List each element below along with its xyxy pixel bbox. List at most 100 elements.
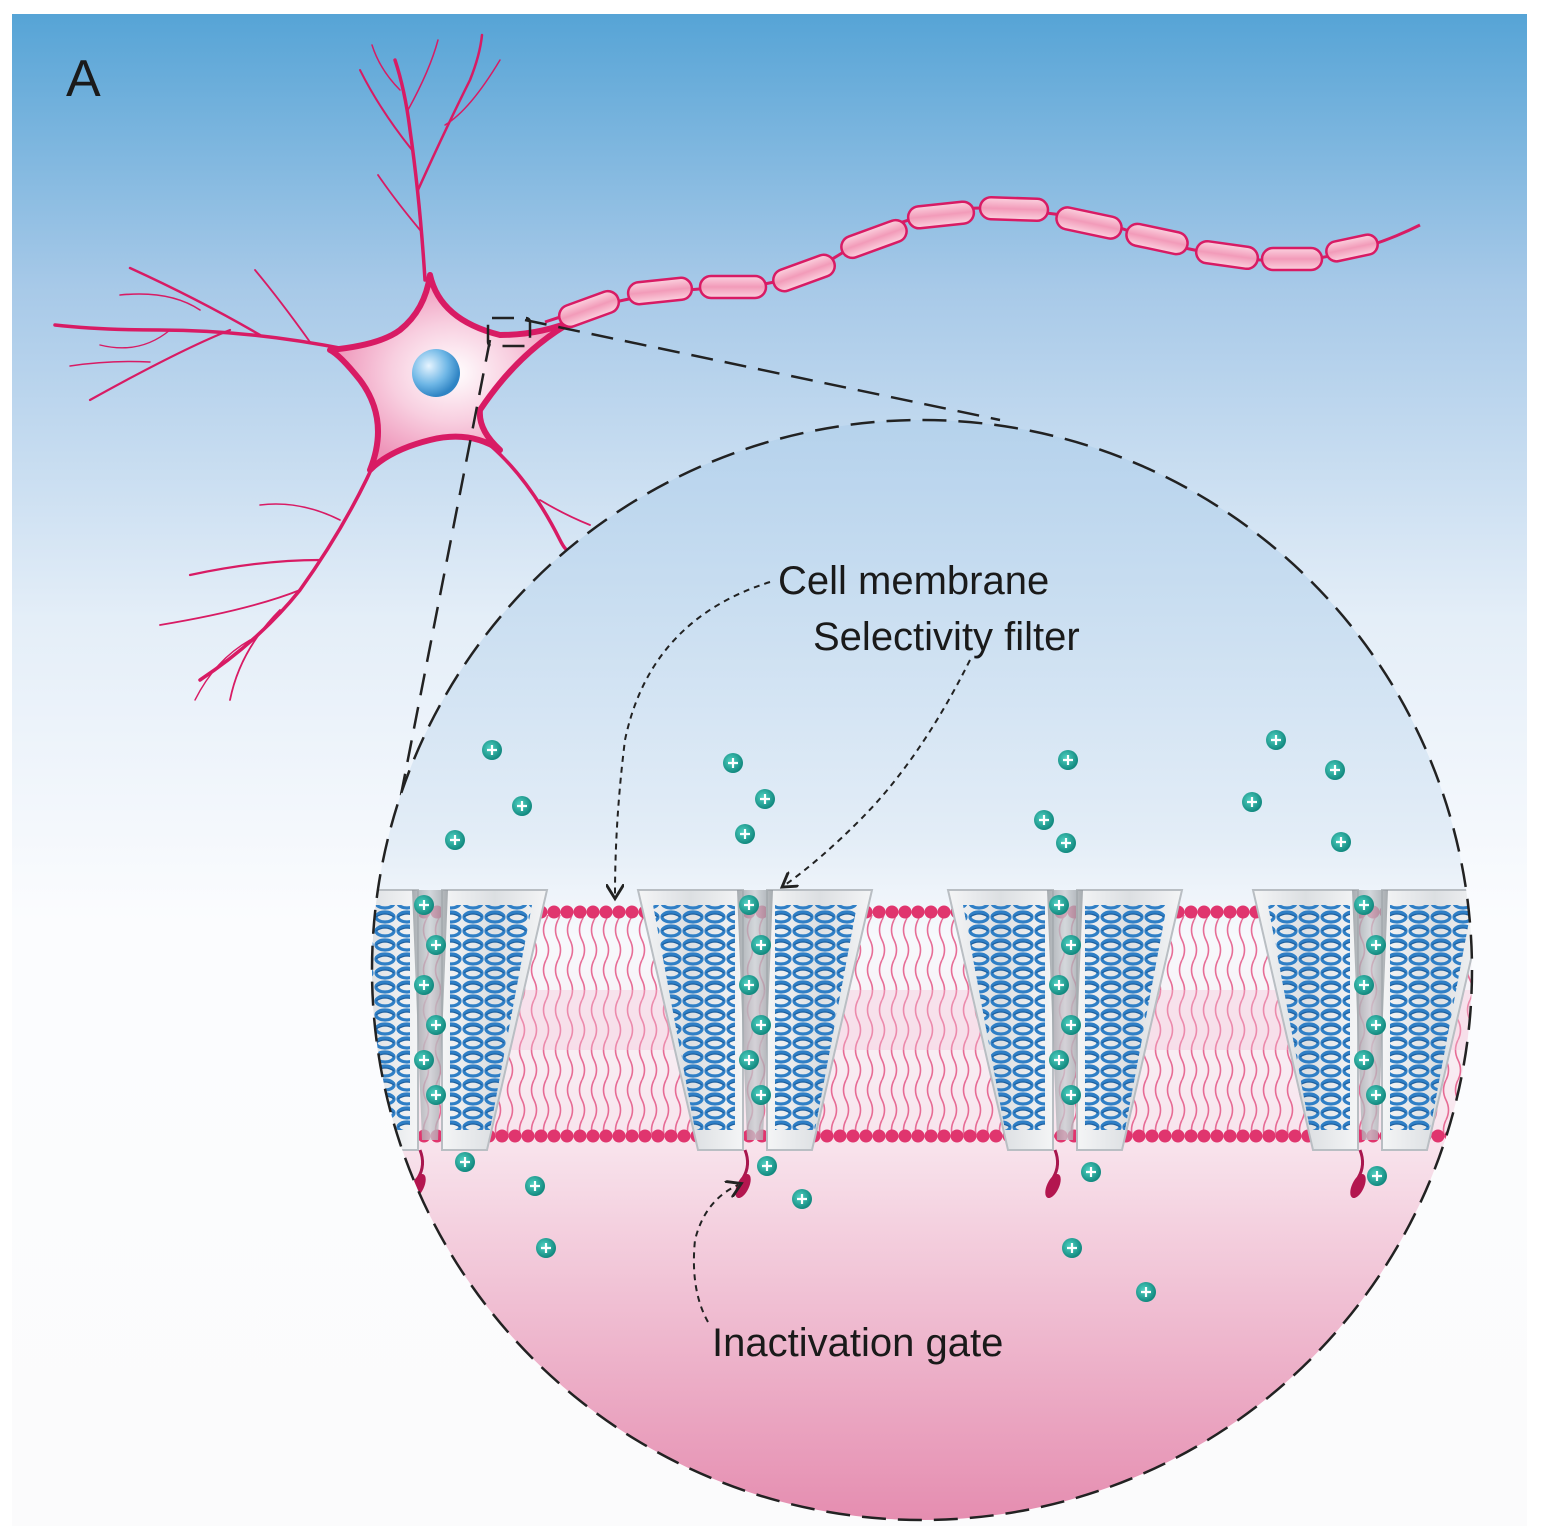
lipid-head (573, 905, 587, 919)
lipid-head (508, 1129, 522, 1143)
plus-ion-icon (1329, 830, 1353, 854)
plus-ion-icon (1352, 893, 1376, 917)
lipid-head (950, 1129, 964, 1143)
lipid-head (625, 905, 639, 919)
plus-ion-icon (424, 933, 448, 957)
lipid-head (664, 1129, 678, 1143)
plus-ion-icon (480, 738, 504, 762)
sodium-channel (946, 889, 1184, 1199)
lipid-head (1236, 1129, 1250, 1143)
plus-ion-icon (1059, 1013, 1083, 1037)
selectivity-filter-label: Selectivity filter (813, 615, 1080, 659)
plus-ion-icon (424, 1013, 448, 1037)
plus-ion-icon (733, 822, 757, 846)
lipid-head (898, 1129, 912, 1143)
lipid-head (586, 905, 600, 919)
lipid-head (989, 1129, 1003, 1143)
lipid-head (1262, 1129, 1276, 1143)
plus-ion-icon (534, 1236, 558, 1260)
lipid-head (1171, 1129, 1185, 1143)
plus-ion-icon (453, 1150, 477, 1174)
magnified-view (370, 418, 1474, 1522)
lipid-head (651, 1129, 665, 1143)
plus-ion-icon (443, 828, 467, 852)
lipid-head (1223, 1129, 1237, 1143)
plus-ion-icon (749, 1083, 773, 1107)
plus-ion-icon (1364, 1013, 1388, 1037)
inactivation-gate-icon (1045, 1149, 1061, 1199)
lipid-head (1184, 1129, 1198, 1143)
panel-letter: A (66, 50, 101, 108)
lipid-head (846, 1129, 860, 1143)
plus-ion-icon (1364, 1083, 1388, 1107)
lipid-head (872, 905, 886, 919)
lipid-head (963, 1129, 977, 1143)
plus-ion-icon (1054, 831, 1078, 855)
lipid-head (638, 1129, 652, 1143)
lipid-head (924, 905, 938, 919)
lipid-head (976, 1129, 990, 1143)
plus-ion-icon (424, 1083, 448, 1107)
plus-ion-icon (1352, 973, 1376, 997)
lipid-head (937, 905, 951, 919)
lipid-head (1275, 1129, 1289, 1143)
plus-ion-icon (1060, 1236, 1084, 1260)
lipid-head (1236, 905, 1250, 919)
plus-ion-icon (1352, 1048, 1376, 1072)
lipid-head (911, 905, 925, 919)
lipid-head (560, 905, 574, 919)
plus-ion-icon (1047, 973, 1071, 997)
plus-ion-icon (737, 1048, 761, 1072)
lipid-head (1210, 905, 1224, 919)
lipid-head (521, 1129, 535, 1143)
plus-ion-icon (1032, 808, 1056, 832)
sodium-channel (636, 889, 874, 1199)
lipid-head (1249, 1129, 1263, 1143)
zoom-indicator (398, 316, 1001, 801)
plus-ion-icon (412, 893, 436, 917)
plus-ion-icon (737, 893, 761, 917)
lipid-head (677, 1129, 691, 1143)
lipid-head (560, 1129, 574, 1143)
plus-ion-icon (1240, 790, 1264, 814)
lipid-head (1210, 1129, 1224, 1143)
lipid-head (573, 1129, 587, 1143)
magnifier-outline (370, 418, 1474, 1522)
plus-ion-icon (1059, 933, 1083, 957)
lipid-head (547, 905, 561, 919)
plus-ion-icon (523, 1174, 547, 1198)
lipid-head (547, 1129, 561, 1143)
lipid-head (820, 1129, 834, 1143)
cell-membrane-arrow (615, 581, 771, 895)
cell-membrane-label: Cell membrane (778, 559, 1049, 603)
lipid-head (937, 1129, 951, 1143)
plus-ion-icon (790, 1187, 814, 1211)
inactivation-gate-label: Inactivation gate (712, 1321, 1003, 1365)
lipid-head (1184, 905, 1198, 919)
plus-ion-icon (749, 933, 773, 957)
plus-ion-icon (1047, 893, 1071, 917)
lipid-head (1223, 905, 1237, 919)
plus-ion-icon (1079, 1160, 1103, 1184)
plus-ion-icon (412, 973, 436, 997)
lipid-head (872, 1129, 886, 1143)
lipid-head (534, 1129, 548, 1143)
lipid-head (885, 1129, 899, 1143)
lipid-head (911, 1129, 925, 1143)
lipid-head (1288, 1129, 1302, 1143)
plus-ion-icon (721, 751, 745, 775)
selectivity-filter-arrow (785, 659, 971, 885)
lipid-head (599, 1129, 613, 1143)
lipid-head (612, 905, 626, 919)
lipid-head (859, 1129, 873, 1143)
lipid-head (586, 1129, 600, 1143)
plus-ion-icon (1323, 758, 1347, 782)
lipid-head (1197, 1129, 1211, 1143)
plus-ion-icon (510, 794, 534, 818)
lipid-head (625, 1129, 639, 1143)
plus-ion-icon (1365, 1164, 1389, 1188)
plus-ion-icon (1056, 748, 1080, 772)
plus-ion-icon (412, 1048, 436, 1072)
